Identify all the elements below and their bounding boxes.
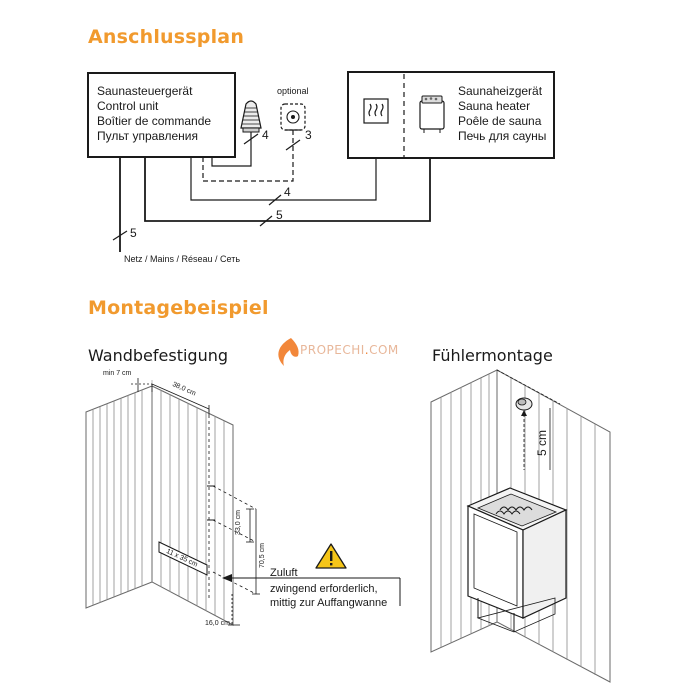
air-inlet-arrowhead bbox=[222, 574, 232, 582]
cable-number-sensor: 4 bbox=[262, 128, 269, 142]
watermark-right: COM bbox=[369, 343, 399, 357]
bottom-label: 16,0 cm bbox=[205, 620, 230, 627]
control-unit-label: Saunasteuergerät Control unit Boîtier de… bbox=[97, 84, 211, 144]
air-vent bbox=[158, 541, 208, 576]
control-unit-box bbox=[87, 72, 236, 158]
connection-plan-title: Anschlussplan bbox=[88, 26, 245, 48]
power-cable-5 bbox=[144, 157, 431, 222]
control-unit-line-fr: Boîtier de commande bbox=[97, 114, 212, 128]
sensor-distance-label: 5 cm bbox=[535, 429, 549, 456]
cable-number-power: 5 bbox=[276, 208, 283, 222]
watermark: PROPECHI.COM bbox=[300, 343, 399, 357]
air-inlet-line1: zwingend erforderlich, bbox=[270, 583, 378, 595]
air-inlet-title: Zuluft bbox=[270, 567, 298, 579]
sensor-icon bbox=[240, 100, 262, 133]
sensor-mounting-subtitle: Fühlermontage bbox=[432, 346, 553, 365]
optional-sensor-cable bbox=[202, 130, 294, 182]
heater-line-en: Sauna heater bbox=[458, 99, 531, 113]
heater-line-de: Saunaheizgerät bbox=[458, 84, 543, 98]
heater-line-ru: Печь для сауны bbox=[458, 129, 547, 143]
cable-number-signal: 4 bbox=[284, 185, 291, 199]
cable-number-mains: 5 bbox=[130, 226, 137, 240]
control-unit-line-en: Control unit bbox=[97, 99, 159, 113]
sauna-heater-unit bbox=[466, 487, 568, 633]
sensor-cable bbox=[211, 132, 252, 167]
optional-label: optional bbox=[277, 86, 309, 96]
sauna-heater-box bbox=[347, 71, 555, 159]
heater-device-icon bbox=[419, 95, 445, 133]
watermark-dot: . bbox=[364, 343, 370, 357]
air-inlet-line2: mittig zur Auffangwanne bbox=[270, 597, 388, 609]
mounting-example-title: Montagebeispiel bbox=[88, 297, 269, 319]
control-unit-line-ru: Пульт управления bbox=[97, 129, 198, 143]
sauna-heater-label: Saunaheizgerät Sauna heater Poêle de sau… bbox=[458, 84, 546, 144]
min-gap-label: min 7 cm bbox=[103, 370, 132, 377]
warning-triangle-icon bbox=[315, 543, 347, 569]
mains-label: Netz / Mains / Réseau / Сеть bbox=[124, 254, 241, 264]
control-unit-line-de: Saunasteuergerät bbox=[97, 84, 193, 98]
signal-cable-4 bbox=[190, 157, 377, 201]
watermark-left: PROPECHI bbox=[300, 343, 365, 357]
wall-sensor-icon bbox=[515, 397, 533, 411]
cable-number-optional: 3 bbox=[305, 128, 312, 142]
heater-line-fr: Poêle de sauna bbox=[458, 114, 542, 128]
wall-mounting-subtitle: Wandbefestigung bbox=[88, 346, 229, 365]
width-dimension-line bbox=[151, 383, 210, 410]
heat-waves-icon bbox=[363, 98, 389, 124]
